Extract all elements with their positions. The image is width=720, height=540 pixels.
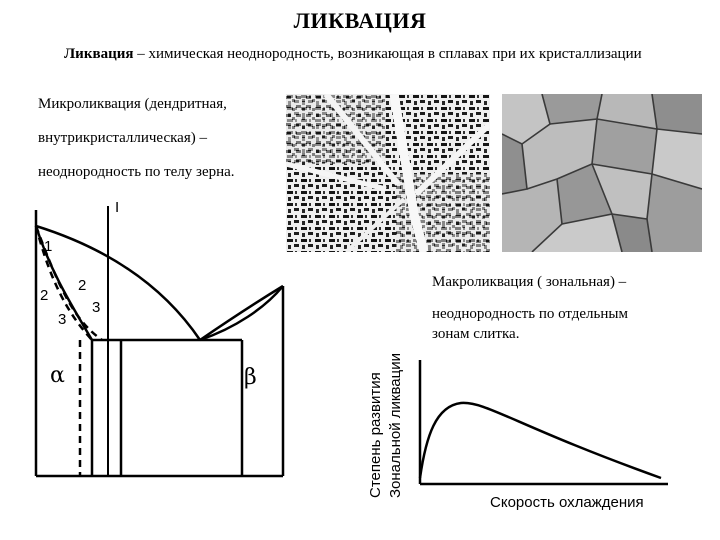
curve-ylabel-line1: Степень развития — [367, 372, 384, 498]
definition-term: Ликвация — [64, 46, 134, 62]
slide-title: ЛИКВАЦИЯ — [293, 8, 427, 33]
curve-ylabel-line2: Зональной ликвации — [387, 353, 404, 498]
curve-label-3b: 3 — [58, 311, 66, 328]
phase-beta-label: β — [244, 365, 257, 390]
liquation-line — [418, 401, 662, 480]
macro-line-1: Макроликвация ( зональная) – — [432, 274, 627, 290]
liquidus-right — [199, 284, 284, 342]
curve-label-3a: 3 — [92, 299, 100, 316]
liquidus-left — [35, 224, 202, 341]
grain-micrograph — [502, 94, 702, 252]
curve-label-2b: 2 — [40, 287, 48, 304]
phase-alpha-label: α — [50, 363, 65, 388]
curve-label-1: 1 — [44, 238, 52, 255]
liquation-curve: Степень развития Зональной ликвации Скор… — [367, 353, 668, 511]
definition-text: Ликвация – химическая неоднородность, во… — [64, 44, 664, 64]
phase-diagram: I 1 2 2 3 3 α β — [34, 199, 285, 478]
dashed-solidus-1 — [34, 225, 93, 341]
definition-body: – химическая неоднородность, возникающая… — [133, 46, 642, 62]
micro-line-1: Микроликвация (дендритная, — [38, 96, 227, 112]
solidus-right — [199, 285, 284, 342]
curve-label-2a: 2 — [78, 277, 86, 294]
micro-line-2: внутрикристаллическая) – — [38, 130, 207, 146]
curve-xlabel: Скорость охлаждения — [490, 494, 644, 511]
composition-label: I — [115, 199, 119, 216]
dendrite-micrograph — [286, 94, 490, 252]
micro-line-3: неоднородность по телу зерна. — [38, 164, 235, 180]
macro-line-3: зонам слитка. — [432, 326, 520, 342]
macro-line-2: неоднородность по отдельным — [432, 306, 628, 322]
dashed-solidus-2 — [34, 225, 103, 342]
